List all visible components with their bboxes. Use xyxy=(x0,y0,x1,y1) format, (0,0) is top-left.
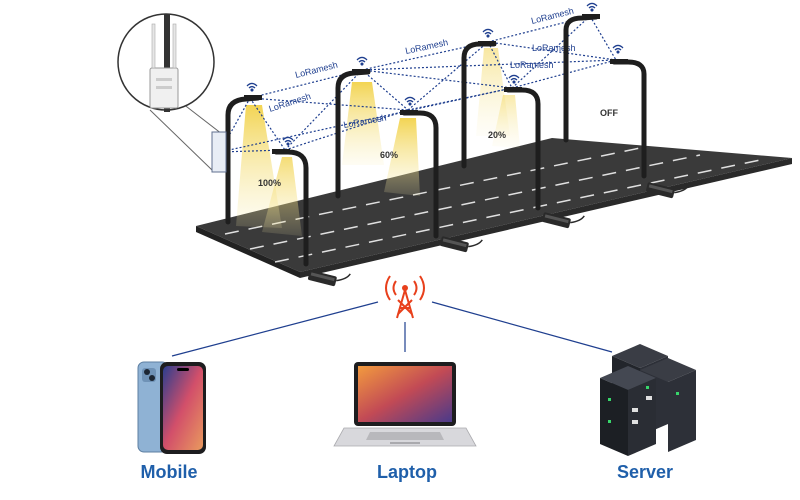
street-light-poles xyxy=(225,14,647,267)
controller-device xyxy=(646,182,689,199)
gateway-callout xyxy=(117,13,227,173)
street-light-60 xyxy=(400,110,439,239)
controller-device xyxy=(542,212,585,229)
server-label: Server xyxy=(617,462,673,482)
wifi-icon xyxy=(612,44,624,54)
wifi-icon xyxy=(404,96,416,106)
brightness-label-20: 20% xyxy=(488,130,506,140)
mesh-label: LoRamesh xyxy=(510,60,554,70)
light-cones xyxy=(236,48,520,236)
controller-device xyxy=(308,270,351,287)
brightness-label-off: OFF xyxy=(600,108,618,118)
gateway-box-small xyxy=(211,131,227,173)
brightness-label-100: 100% xyxy=(258,178,281,188)
mesh-links xyxy=(219,15,617,153)
wifi-icon xyxy=(282,136,294,146)
laptop-icon xyxy=(333,362,477,447)
radio-tower-icon xyxy=(385,275,425,319)
wifi-icon xyxy=(482,28,494,38)
controller-device xyxy=(440,236,483,253)
brightness-label-60: 60% xyxy=(380,150,398,160)
street-light-20 xyxy=(504,87,541,211)
device-labels: Mobile Laptop Server xyxy=(141,462,674,482)
device-links xyxy=(171,301,613,357)
street-light-back-4 xyxy=(563,14,600,143)
mobile-label: Mobile xyxy=(141,462,198,482)
mesh-label: LoRamesh xyxy=(532,43,576,53)
wifi-icons xyxy=(246,2,624,146)
laptop-label: Laptop xyxy=(377,462,437,482)
wifi-icon xyxy=(246,82,258,92)
street-light-front-1 xyxy=(272,149,309,267)
mesh-label: LoRamesh xyxy=(268,91,312,114)
mesh-label: LoRamesh xyxy=(404,37,449,56)
street-light-100 xyxy=(225,95,262,225)
street-light-off xyxy=(610,59,647,179)
street-light-back-2 xyxy=(335,69,371,199)
gateway-device xyxy=(149,14,179,112)
brightness-labels: 100% 60% 20% OFF xyxy=(258,108,618,188)
lamp-controllers xyxy=(308,182,689,287)
wifi-icon xyxy=(508,74,520,84)
wifi-icon xyxy=(356,56,368,66)
street-light-back-3 xyxy=(461,41,497,169)
mobile-phone-icon xyxy=(137,361,206,454)
wifi-icon xyxy=(586,2,598,12)
server-icon xyxy=(600,344,696,456)
